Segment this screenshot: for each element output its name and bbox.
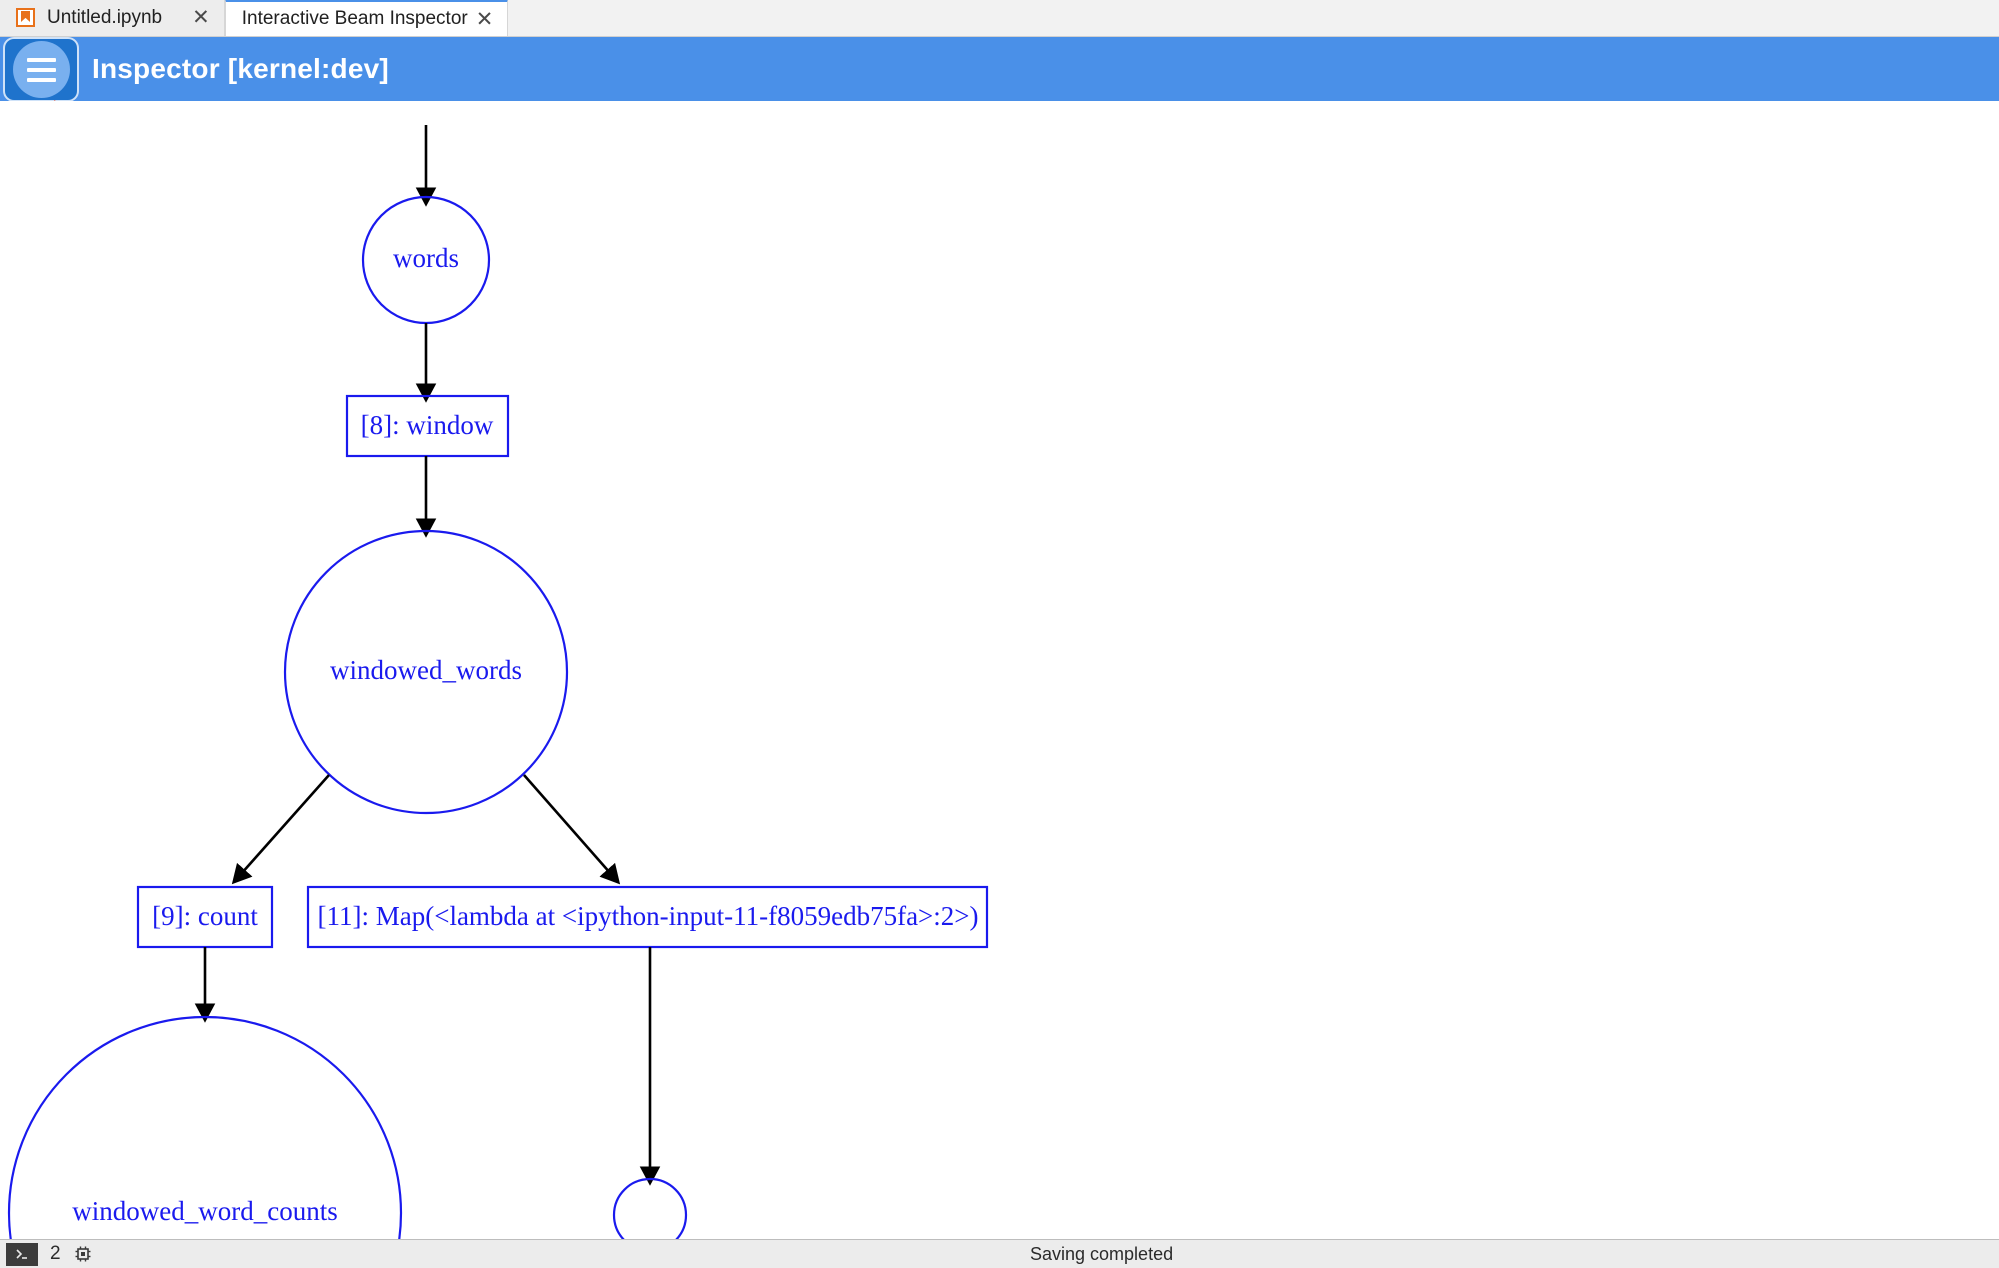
status-bar: 2 Saving completed xyxy=(0,1239,1999,1268)
close-icon[interactable]: ✕ xyxy=(192,6,210,29)
status-left-group: 2 xyxy=(0,1242,93,1266)
menu-toggle-button[interactable] xyxy=(5,39,77,100)
node-words-label: words xyxy=(393,243,459,273)
node-map-output[interactable] xyxy=(612,1177,688,1239)
tab-interactive-beam-inspector[interactable]: Interactive Beam Inspector ✕ xyxy=(224,0,509,36)
tab-untitled-ipynb[interactable]: Untitled.ipynb ✕ xyxy=(0,0,225,36)
node-map[interactable] xyxy=(306,885,989,949)
edge-windowedwords-count xyxy=(231,774,330,885)
node-map-label: [11]: Map(<lambda at <ipython-input-11-f… xyxy=(318,901,979,931)
terminal-icon[interactable] xyxy=(6,1242,38,1266)
node-windowed-word-counts[interactable] xyxy=(7,1015,403,1239)
node-windowed-words-label: windowed_words xyxy=(330,655,522,685)
node-window-label: [8]: window xyxy=(361,410,494,440)
tab-label: Untitled.ipynb xyxy=(47,6,163,28)
hamburger-icon xyxy=(12,41,70,98)
pipeline-graph: words [8]: window windowed_words [9]: co… xyxy=(7,125,989,1239)
close-icon[interactable]: ✕ xyxy=(475,7,494,31)
node-count-label: [9]: count xyxy=(152,901,258,931)
status-message: Saving completed xyxy=(1030,1243,1174,1264)
tab-bar: Untitled.ipynb ✕ Interactive Beam Inspec… xyxy=(0,0,1999,37)
tab-label: Interactive Beam Inspector xyxy=(241,8,468,29)
beam-pipeline-graph-canvas[interactable]: words [8]: window windowed_words [9]: co… xyxy=(0,101,1999,1240)
node-windowed-words[interactable] xyxy=(283,529,569,815)
page-title: Inspector [kernel:dev] xyxy=(92,53,389,84)
edge-windowedwords-map xyxy=(523,774,621,885)
node-windowed-word-counts-label: windowed_word_counts xyxy=(72,1196,337,1226)
kernel-icon[interactable] xyxy=(73,1244,93,1264)
notebook-icon xyxy=(16,8,35,27)
node-window[interactable] xyxy=(345,394,510,458)
inspector-header: Inspector [kernel:dev] xyxy=(0,37,1999,101)
running-kernels-count: 2 xyxy=(50,1243,61,1264)
